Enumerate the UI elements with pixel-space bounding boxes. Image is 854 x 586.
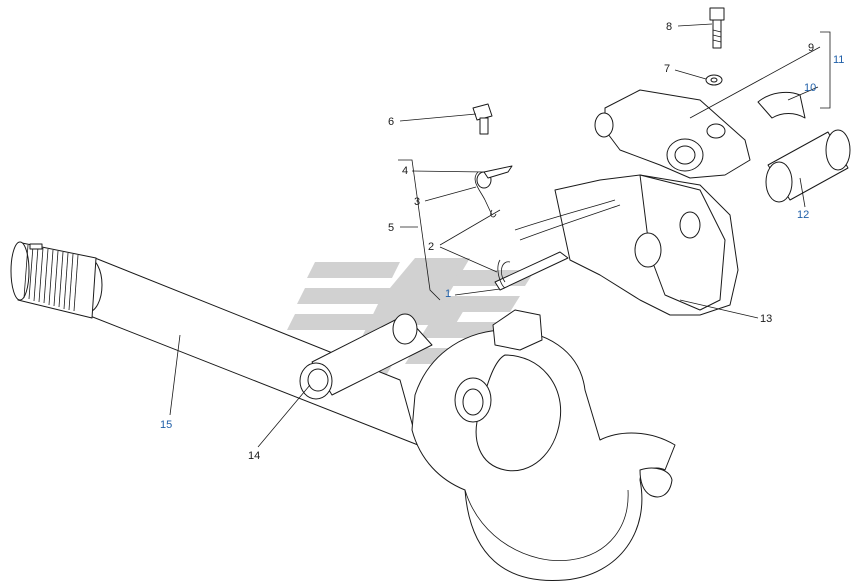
sleeve-12: [765, 129, 851, 203]
callout-8: 8: [666, 21, 672, 33]
pin-assembly-1-4: [474, 165, 621, 291]
bracket-9: [594, 89, 751, 179]
bolt-6: [472, 103, 493, 135]
callout-9: 9: [808, 42, 814, 54]
callout-5: 5: [388, 222, 394, 234]
coupling-body-13: [411, 174, 739, 582]
leader-lines: [169, 23, 831, 448]
callout-11: 11: [833, 54, 844, 66]
callout-6: 6: [388, 116, 394, 128]
callout-1: 1: [445, 288, 451, 300]
callout-3: 3: [414, 196, 420, 208]
callout-12: 12: [797, 209, 809, 221]
callout-13: 13: [760, 313, 772, 325]
callout-15: 15: [160, 419, 172, 431]
callout-7: 7: [664, 63, 670, 75]
callout-4: 4: [402, 165, 408, 177]
bolt-8: [709, 7, 725, 49]
callout-14: 14: [248, 450, 260, 462]
washer-7: [705, 74, 723, 86]
pin-14: [299, 313, 433, 400]
callout-2: 2: [428, 241, 434, 253]
clamp-10: [757, 91, 806, 119]
callout-10: 10: [804, 82, 816, 94]
